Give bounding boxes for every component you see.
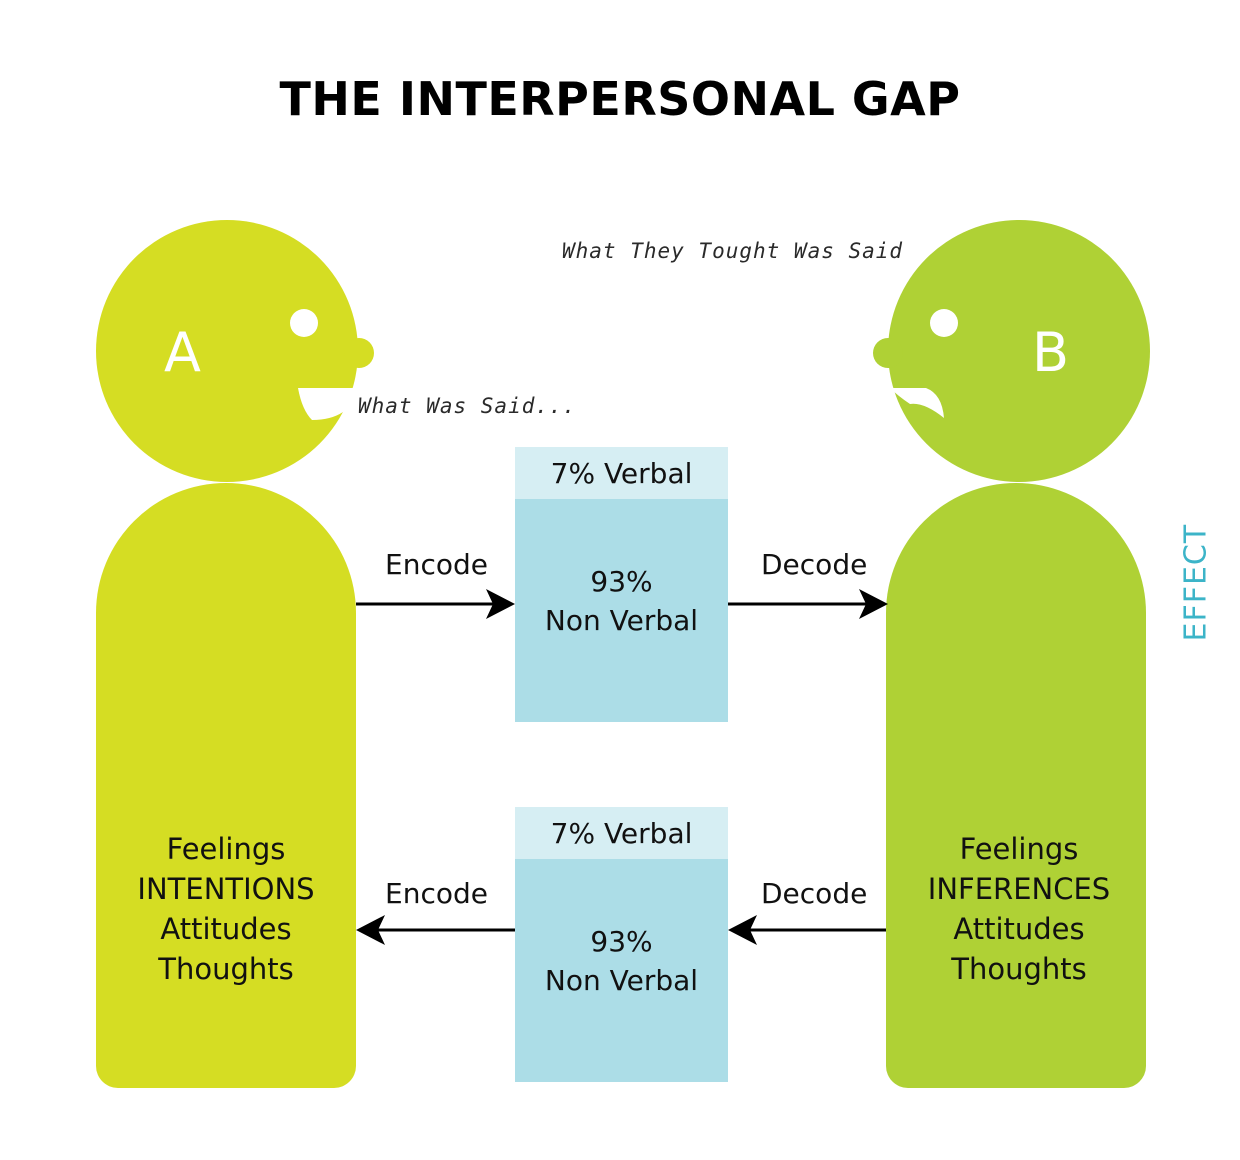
top-encode-arrow-icon xyxy=(356,589,515,619)
person-a-body xyxy=(96,483,356,1088)
person-b-eye xyxy=(930,309,958,337)
top-encode-label: Encode xyxy=(385,548,488,581)
nonverbal-share: 93% Non Verbal xyxy=(515,859,728,1000)
what-was-said-label: What Was Said... xyxy=(358,394,577,418)
person-b-mouth-icon xyxy=(890,388,944,418)
top-message-box: 7% Verbal 93% Non Verbal xyxy=(515,447,728,722)
bottom-encode-label: Encode xyxy=(385,877,488,910)
trait-intentions: INTENTIONS xyxy=(137,872,315,906)
nonverbal-label: Non Verbal xyxy=(544,964,699,997)
bottom-encode-arrow-icon xyxy=(356,915,515,945)
person-b-body xyxy=(886,483,1146,1088)
person-a-letter: A xyxy=(164,321,201,384)
trait-attitudes: Attitudes xyxy=(953,912,1085,946)
trait-attitudes: Attitudes xyxy=(160,912,292,946)
person-b-traits: Feelings INFERENCES Attitudes Thoughts xyxy=(886,829,1152,989)
effect-label: EFFECT xyxy=(1178,523,1214,642)
nonverbal-share: 93% Non Verbal xyxy=(515,499,728,640)
bottom-decode-arrow-icon xyxy=(728,915,886,945)
nonverbal-percent: 93% xyxy=(590,925,653,958)
verbal-share: 7% Verbal xyxy=(515,447,728,499)
person-b-head xyxy=(888,220,1150,482)
bottom-message-box: 7% Verbal 93% Non Verbal xyxy=(515,807,728,1082)
person-b-nose xyxy=(873,338,903,368)
nonverbal-percent: 93% xyxy=(590,565,653,598)
trait-thoughts: Thoughts xyxy=(158,952,294,986)
person-a-nose xyxy=(344,338,374,368)
person-a-head xyxy=(96,220,358,482)
diagram-title: THE INTERPERSONAL GAP xyxy=(279,72,961,126)
person-a-traits: Feelings INTENTIONS Attitudes Thoughts xyxy=(96,829,356,989)
top-decode-arrow-icon xyxy=(728,589,888,619)
trait-feelings: Feelings xyxy=(166,832,286,866)
bottom-decode-label: Decode xyxy=(761,877,868,910)
person-b-letter: B xyxy=(1032,321,1070,384)
what-they-thought-label: What They Tought Was Said xyxy=(562,239,904,263)
verbal-share: 7% Verbal xyxy=(515,807,728,859)
trait-thoughts: Thoughts xyxy=(951,952,1087,986)
top-decode-label: Decode xyxy=(761,548,868,581)
trait-inferences: INFERENCES xyxy=(927,872,1111,906)
nonverbal-label: Non Verbal xyxy=(544,604,699,637)
trait-feelings: Feelings xyxy=(959,832,1079,866)
person-a-mouth-icon xyxy=(298,388,360,420)
person-a-eye xyxy=(290,309,318,337)
